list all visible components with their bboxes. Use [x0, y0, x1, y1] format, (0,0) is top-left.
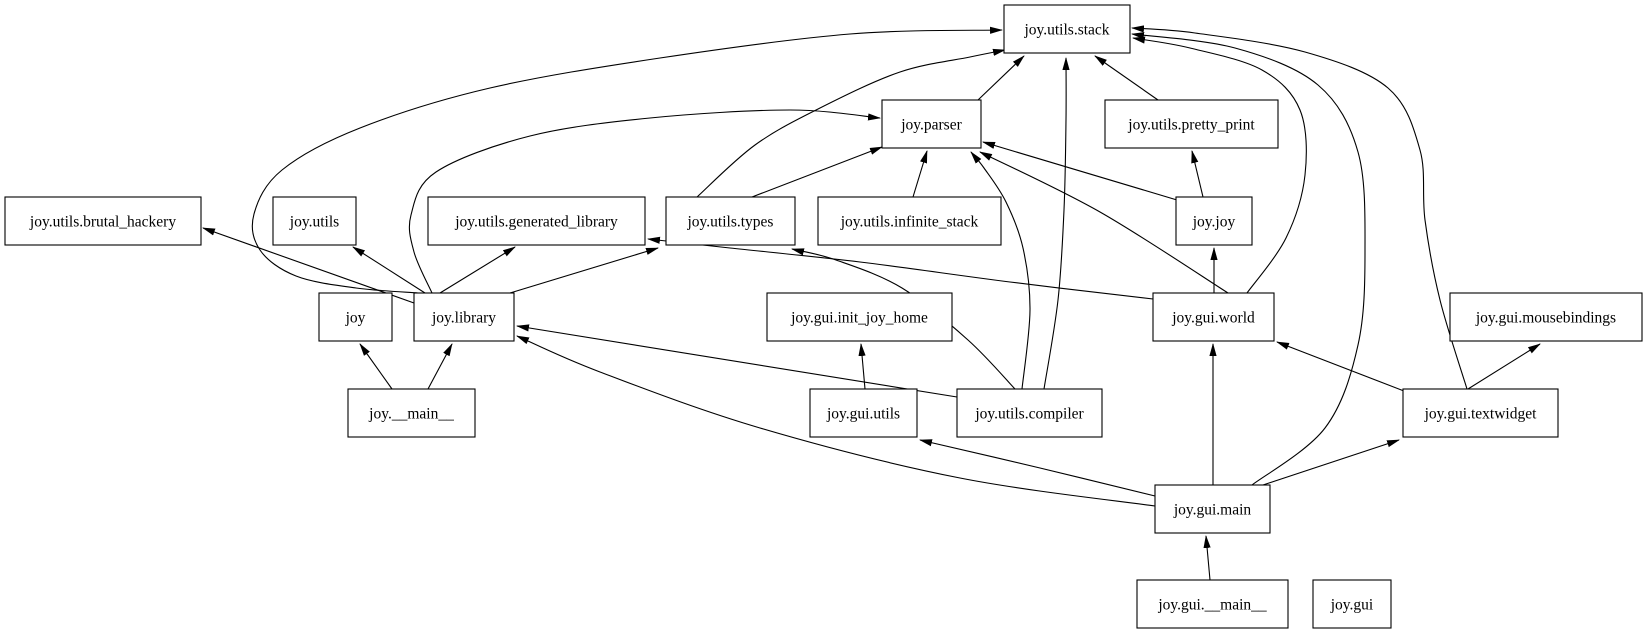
edge-joy-gui-world-to-joy-utils-generated-library [647, 236, 1154, 300]
edge-joy-gui-world-to-joy-parser [979, 151, 1229, 294]
edge-joy-joy-to-joy-utils-pretty-print [1191, 150, 1204, 198]
node-label: joy.utils.compiler [974, 406, 1084, 423]
edge-joy-library-to-joy-parser [408, 109, 881, 294]
node-joy-gui: joy.gui [1312, 579, 1392, 629]
edge-joy-gui-textwidget-to-joy-gui-world [1276, 341, 1405, 392]
node-box [1175, 196, 1253, 246]
node-label: joy [345, 310, 366, 327]
edge-joy-main-to-joy [359, 343, 393, 390]
edge-joy-library-to-joy-utils-generated-library [439, 246, 516, 294]
node-box [1003, 4, 1131, 54]
node-joy-gui-main: joy.gui.main [1154, 484, 1271, 534]
node-joy-gui-mousebindings: joy.gui.mousebindings [1449, 292, 1643, 342]
node-label: joy.gui.main [1173, 502, 1252, 519]
edge-joy-utils-compiler-to-joy-utils-stack [1043, 57, 1070, 390]
node-box [1154, 484, 1271, 534]
node-box [881, 99, 982, 149]
edge-joy-gui-main-to-joy-library [516, 335, 1156, 507]
node-box [809, 388, 918, 438]
node-joy-gui-world: joy.gui.world [1152, 292, 1275, 342]
node-label: joy.utils.brutal_hackery [29, 214, 176, 231]
node-box [1402, 388, 1559, 438]
node-joy-utils: joy.utils [272, 196, 357, 246]
edge-joy-main-to-joy-library [427, 343, 453, 390]
node-label: joy.utils.types [687, 214, 774, 231]
edge-joy-gui-textwidget-to-joy-utils-stack [1131, 25, 1468, 390]
edge-joy-utils-infinite-stack-to-joy-parser [912, 150, 928, 198]
node-box [1104, 99, 1279, 149]
edge-joy-gui-main-to-joy-utils-stack [1131, 32, 1366, 486]
node-box [665, 196, 796, 246]
node-label: joy.utils [289, 214, 339, 231]
node-joy-utils-pretty-print: joy.utils.pretty_print [1104, 99, 1279, 149]
node-box [1136, 579, 1289, 629]
node-box [1312, 579, 1392, 629]
node-box [1449, 292, 1643, 342]
edge-joy-gui-main-to-joy-gui-main [1203, 535, 1211, 581]
node-label: joy.utils.generated_library [454, 214, 618, 231]
edge-joy-utils-compiler-to-joy-library [516, 324, 958, 398]
node-label: joy.library [431, 310, 496, 327]
node-joy-gui-textwidget: joy.gui.textwidget [1402, 388, 1559, 438]
node-box [956, 388, 1103, 438]
node-box [427, 196, 646, 246]
node-joy-parser: joy.parser [881, 99, 982, 149]
node-label: joy.gui.utils [826, 406, 900, 423]
edge-joy-library-to-joy-utils [352, 246, 426, 294]
node-box [413, 292, 515, 342]
edge-joy-utils-pretty-print-to-joy-utils-stack [1094, 55, 1159, 101]
node-label: joy.utils.pretty_print [1127, 117, 1255, 134]
edge-joy-utils-compiler-to-joy-parser [970, 151, 1031, 390]
edge-joy-gui-utils-to-joy-gui-init-joy-home [858, 343, 866, 390]
edge-joy-gui-textwidget-to-joy-gui-mousebindings [1467, 343, 1541, 390]
edge-joy-library-to-joy-utils-stack [251, 26, 1003, 294]
node-joy: joy [318, 292, 393, 342]
node-joy-utils-infinite-stack: joy.utils.infinite_stack [817, 196, 1002, 246]
edge-joy-gui-world-to-joy-utils-stack [1132, 36, 1307, 294]
node-label: joy.utils.infinite_stack [840, 214, 979, 231]
node-joy-utils-compiler: joy.utils.compiler [956, 388, 1103, 438]
node-label: joy.utils.stack [1023, 22, 1109, 39]
node-joy-gui-main: joy.gui.__main__ [1136, 579, 1289, 629]
node-box [1152, 292, 1275, 342]
node-joy-joy: joy.joy [1175, 196, 1253, 246]
node-label: joy.gui.init_joy_home [790, 310, 928, 327]
edge-joy-utils-types-to-joy-parser [751, 146, 883, 198]
node-joy-gui-init-joy-home: joy.gui.init_joy_home [766, 292, 953, 342]
node-label: joy.parser [900, 117, 962, 134]
node-box [347, 388, 476, 438]
edge-joy-joy-to-joy-parser [982, 141, 1178, 201]
node-label: joy.gui.__main__ [1157, 597, 1267, 614]
edge-joy-parser-to-joy-utils-stack [977, 55, 1025, 101]
edge-joy-utils-types-to-joy-utils-stack [696, 48, 1006, 198]
edge-joy-gui-main-to-joy-gui-utils [919, 439, 1156, 497]
edge-joy-library-to-joy-utils-types [509, 247, 659, 294]
node-label: joy.gui [1330, 597, 1374, 614]
node-joy-utils-generated-library: joy.utils.generated_library [427, 196, 646, 246]
node-box [817, 196, 1002, 246]
node-label: joy.joy [1192, 214, 1236, 231]
node-label: joy.gui.textwidget [1424, 406, 1537, 423]
node-box [4, 196, 202, 246]
node-box [318, 292, 393, 342]
node-label: joy.gui.mousebindings [1475, 310, 1616, 327]
node-joy-utils-brutal-hackery: joy.utils.brutal_hackery [4, 196, 202, 246]
edge-joy-gui-main-to-joy-gui-textwidget [1262, 439, 1400, 486]
node-joy-library: joy.library [413, 292, 515, 342]
node-joy-utils-types: joy.utils.types [665, 196, 796, 246]
node-joy-utils-stack: joy.utils.stack [1003, 4, 1131, 54]
node-box [272, 196, 357, 246]
node-box [766, 292, 953, 342]
node-label: joy.__main__ [368, 406, 454, 423]
node-joy-main: joy.__main__ [347, 388, 476, 438]
node-joy-gui-utils: joy.gui.utils [809, 388, 918, 438]
node-label: joy.gui.world [1171, 310, 1255, 327]
edge-joy-utils-compiler-to-joy-utils-types [791, 248, 1016, 390]
